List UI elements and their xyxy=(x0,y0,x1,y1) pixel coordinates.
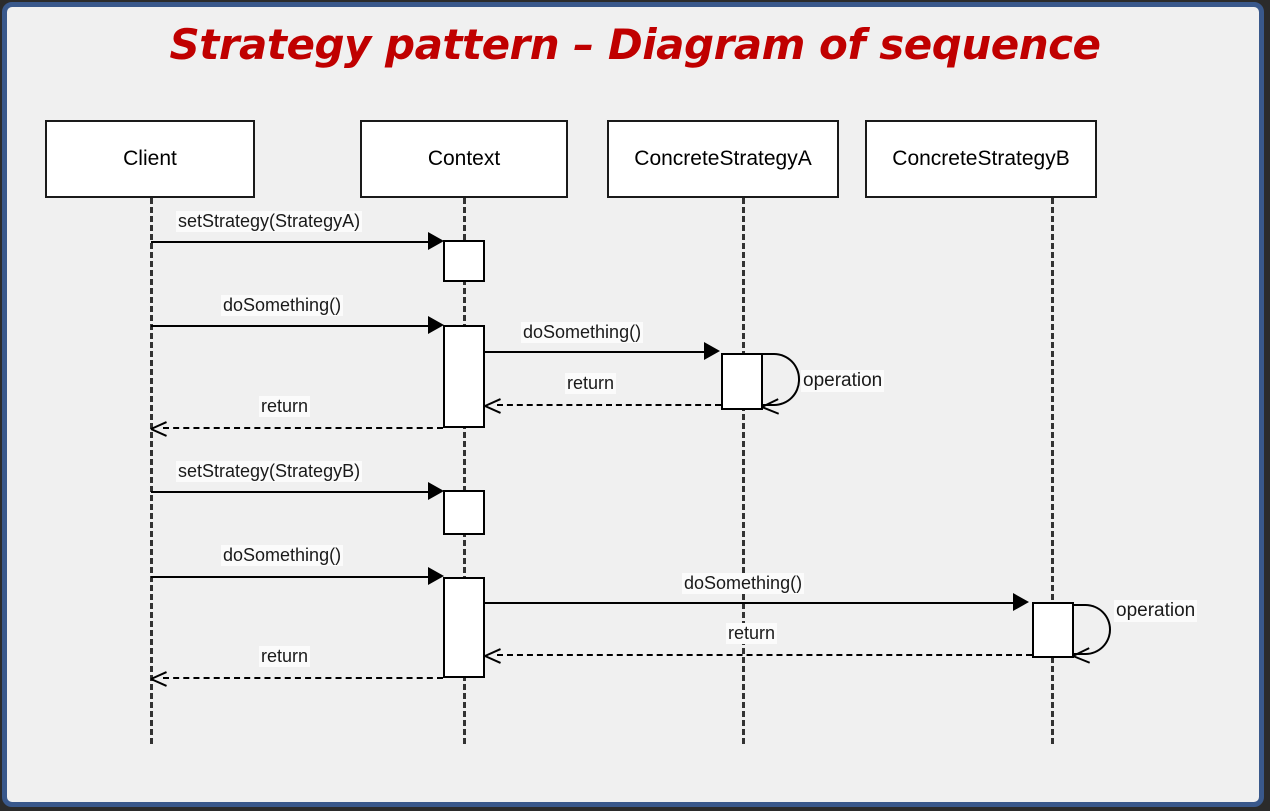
message-label-operation-a: operation xyxy=(801,370,885,392)
arrow-head-do-something-2 xyxy=(704,342,720,360)
activation-concretestrategyb xyxy=(1032,602,1074,658)
participant-label-context: Context xyxy=(427,147,501,170)
message-line-return-3 xyxy=(497,654,1032,656)
participant-label-concretestrategya: ConcreteStrategyA xyxy=(634,147,812,170)
participant-context[interactable]: Context xyxy=(360,120,568,198)
message-label-set-strategy-b: setStrategy(StrategyB) xyxy=(176,461,363,482)
activation-context-2 xyxy=(443,325,485,428)
message-label-return-4: return xyxy=(259,646,311,667)
lifeline-context xyxy=(463,198,466,744)
message-line-return-2 xyxy=(163,427,443,429)
arrow-head-do-something-1 xyxy=(428,316,444,334)
message-label-do-something-1: doSomething() xyxy=(221,295,344,316)
arrow-head-operation-a xyxy=(762,397,780,415)
self-message-loop-operation-b xyxy=(1074,604,1111,655)
message-line-set-strategy-b xyxy=(151,491,436,493)
lifeline-client xyxy=(150,198,153,744)
message-line-set-strategy-a xyxy=(151,241,436,243)
arrow-head-return-3 xyxy=(485,646,501,664)
message-label-do-something-2: doSomething() xyxy=(521,322,644,343)
message-line-return-1 xyxy=(497,404,721,406)
message-label-operation-b: operation xyxy=(1114,600,1198,622)
page-title: Strategy pattern – Diagram of sequence xyxy=(169,20,1101,69)
message-label-return-3: return xyxy=(726,623,778,644)
arrow-head-return-2 xyxy=(151,419,167,437)
participant-label-client: Client xyxy=(123,147,177,170)
arrow-head-operation-b xyxy=(1073,646,1091,664)
arrow-head-do-something-3 xyxy=(428,567,444,585)
arrow-head-return-1 xyxy=(485,396,501,414)
message-line-do-something-2 xyxy=(485,351,708,353)
arrow-head-return-4 xyxy=(151,669,167,687)
activation-context-3 xyxy=(443,490,485,535)
participant-label-concretestrategyb: ConcreteStrategyB xyxy=(892,147,1070,170)
arrow-head-set-strategy-a xyxy=(428,232,444,250)
message-label-return-1: return xyxy=(565,373,617,394)
message-label-do-something-3: doSomething() xyxy=(221,545,344,566)
participant-client[interactable]: Client xyxy=(45,120,255,198)
message-line-do-something-4 xyxy=(485,602,1016,604)
lifeline-concretestrategyb xyxy=(1051,198,1054,744)
lifeline-concretestrategya xyxy=(742,198,745,744)
activation-context-1 xyxy=(443,240,485,282)
participant-concretestrategyb[interactable]: ConcreteStrategyB xyxy=(865,120,1097,198)
message-line-return-4 xyxy=(163,677,443,679)
arrow-head-do-something-4 xyxy=(1013,593,1029,611)
message-label-do-something-4: doSomething() xyxy=(682,573,805,594)
message-line-do-something-3 xyxy=(151,576,436,578)
arrow-head-set-strategy-b xyxy=(428,482,444,500)
message-label-return-2: return xyxy=(259,396,311,417)
activation-concretestrategya xyxy=(721,353,763,410)
message-line-do-something-1 xyxy=(151,325,436,327)
message-label-set-strategy-a: setStrategy(StrategyA) xyxy=(176,211,363,232)
participant-concretestrategya[interactable]: ConcreteStrategyA xyxy=(607,120,839,198)
activation-context-4 xyxy=(443,577,485,678)
